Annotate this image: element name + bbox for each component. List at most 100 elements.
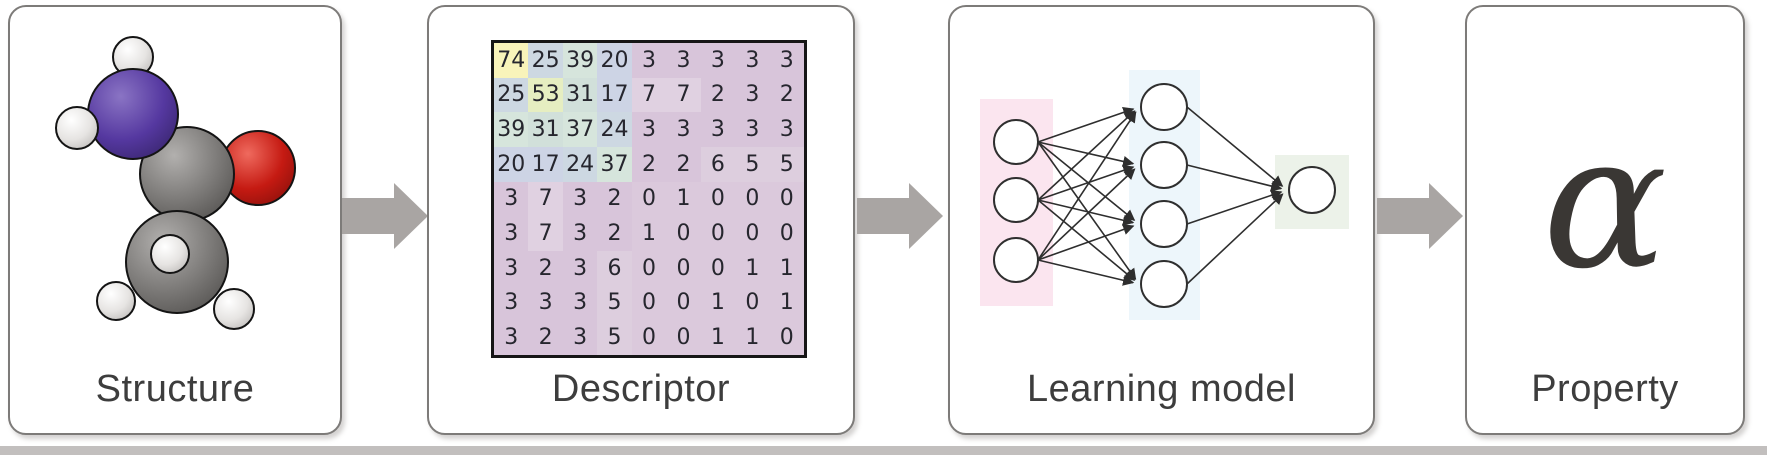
flow-arrow-1	[342, 183, 428, 249]
matrix-cell: 3	[769, 43, 804, 78]
matrix-cell: 3	[735, 112, 770, 147]
matrix-cell: 3	[562, 251, 598, 286]
nn-edge	[1037, 141, 1135, 167]
flow-arrow-2	[857, 183, 943, 249]
matrix-cell: 5	[735, 147, 770, 182]
nn-edge	[1037, 224, 1135, 261]
matrix-cell: 5	[597, 285, 632, 321]
nn-edge	[1037, 168, 1136, 261]
matrix-cell: 2	[631, 147, 667, 182]
nn-edge	[1037, 199, 1135, 226]
input-node	[993, 237, 1039, 283]
arrow-shaft	[1377, 198, 1431, 234]
panel-label-learning-model: Learning model	[1027, 368, 1296, 410]
matrix-cell: 37	[597, 147, 632, 182]
matrix-cell: 24	[562, 147, 598, 182]
matrix-cell: 25	[528, 43, 563, 78]
h-atom-sphere	[213, 288, 255, 330]
matrix-cell: 3	[494, 285, 529, 321]
matrix-cell: 0	[666, 320, 701, 355]
panel-label-property: Property	[1531, 368, 1679, 410]
matrix-cell: 0	[631, 285, 667, 321]
matrix-cell: 1	[769, 251, 804, 286]
panel-learning-model: Learning model	[948, 5, 1375, 435]
matrix-cell: 2	[700, 77, 736, 113]
alpha-symbol: α	[1542, 94, 1668, 310]
matrix-cell: 0	[700, 216, 736, 251]
nn-edge	[1186, 106, 1284, 187]
matrix-cell: 3	[562, 216, 598, 251]
nn-edge	[1186, 164, 1283, 192]
matrix-cell: 2	[666, 147, 701, 182]
matrix-cell: 0	[666, 251, 701, 286]
matrix-cell: 1	[700, 285, 736, 321]
matrix-cell: 3	[494, 320, 529, 355]
matrix-cell: 17	[528, 147, 563, 182]
matrix-cell: 2	[528, 320, 563, 355]
matrix-cell: 7	[631, 77, 667, 113]
nn-edge	[1037, 164, 1135, 201]
matrix-cell: 1	[666, 181, 701, 217]
matrix-cell: 1	[700, 320, 736, 355]
matrix-cell: 2	[597, 216, 632, 251]
matrix-cell: 2	[769, 77, 804, 113]
matrix-cell: 3	[735, 77, 770, 113]
matrix-cell: 6	[597, 251, 632, 286]
matrix-cell: 0	[700, 251, 736, 286]
matrix-cell: 17	[597, 77, 632, 113]
neural-network-diagram	[980, 70, 1349, 320]
matrix-cell: 20	[597, 43, 632, 78]
matrix-cell: 0	[769, 181, 804, 217]
matrix-cell: 39	[494, 112, 529, 147]
matrix-cell: 1	[769, 285, 804, 321]
nn-edge	[1037, 106, 1135, 143]
matrix-cell: 3	[700, 43, 736, 78]
matrix-cell: 24	[597, 112, 632, 147]
matrix-cell: 3	[666, 112, 701, 147]
h-atom-sphere	[96, 281, 136, 321]
matrix-cell: 0	[735, 285, 770, 321]
matrix-cell: 25	[494, 77, 529, 113]
matrix-cell: 53	[528, 77, 563, 113]
nn-edge	[1037, 111, 1137, 261]
input-node	[993, 177, 1039, 223]
matrix-cell: 3	[494, 216, 529, 251]
matrix-cell: 0	[769, 216, 804, 251]
matrix-cell: 1	[735, 320, 770, 355]
matrix-cell: 3	[494, 181, 529, 217]
arrow-shaft	[342, 198, 396, 234]
matrix-cell: 3	[562, 320, 598, 355]
hidden-node	[1140, 260, 1188, 308]
matrix-cell: 31	[528, 112, 563, 147]
matrix-cell: 31	[562, 77, 598, 113]
matrix-cell: 0	[631, 320, 667, 355]
panel-structure: Structure	[8, 5, 342, 435]
output-node	[1288, 166, 1336, 214]
hidden-node	[1140, 83, 1188, 131]
panel-property: α Property	[1465, 5, 1745, 435]
matrix-cell: 0	[769, 320, 804, 355]
matrix-cell: 3	[562, 181, 598, 217]
matrix-cell: 3	[494, 251, 529, 286]
input-node	[993, 119, 1039, 165]
matrix-cell: 7	[528, 181, 563, 217]
matrix-cell: 0	[700, 181, 736, 217]
molecule-model	[10, 7, 340, 433]
matrix-cell: 0	[631, 251, 667, 286]
matrix-cell: 37	[562, 112, 598, 147]
flow-arrow-3	[1377, 183, 1463, 249]
hidden-node	[1140, 200, 1188, 248]
nn-edge	[1037, 141, 1137, 281]
arrow-head-icon	[1429, 183, 1463, 249]
matrix-cell: 5	[597, 320, 632, 355]
panel-label-structure: Structure	[95, 368, 255, 410]
matrix-cell: 0	[631, 181, 667, 217]
nn-edge	[1037, 199, 1136, 281]
matrix-cell: 6	[700, 147, 736, 182]
matrix-cell: 20	[494, 147, 529, 182]
panel-label-descriptor: Descriptor	[551, 368, 731, 410]
matrix-cell: 3	[562, 285, 598, 321]
